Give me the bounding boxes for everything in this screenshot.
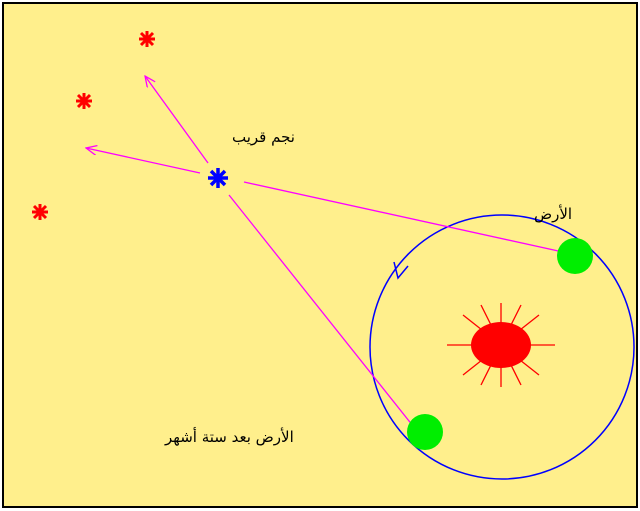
distant-star-icon <box>139 31 155 47</box>
distant-star-icon <box>32 204 48 220</box>
sight-line-star-to-far-up <box>145 76 209 164</box>
sight-line-earth-to-star <box>243 181 573 255</box>
orbit-direction-arrow <box>393 261 409 280</box>
earth-orbit <box>369 214 635 480</box>
near-star-label: نجم قريب <box>232 128 295 146</box>
earth-six-months-icon <box>407 414 443 450</box>
sight-line-earth6m-to-star <box>228 194 414 427</box>
near-star-icon <box>208 168 228 188</box>
sun-icon <box>447 303 555 387</box>
earth-label: الأرض <box>534 205 573 223</box>
distant-star-icon <box>76 93 92 109</box>
sight-line-star-to-far-left <box>86 148 201 174</box>
earth-six-months-label: الأرض بعد ستة أشهر <box>165 428 294 446</box>
earth-icon <box>557 238 593 274</box>
